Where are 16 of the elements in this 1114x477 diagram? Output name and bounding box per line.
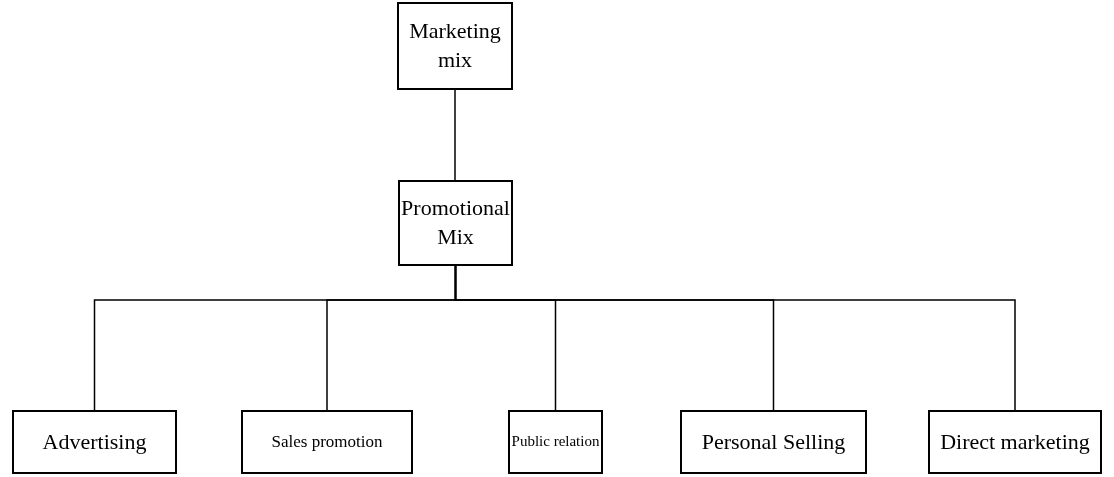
- text-box: [12, 410, 177, 474]
- text-box: [397, 2, 513, 90]
- box-label: Promotional Mix: [400, 194, 511, 251]
- box-label: Public relation: [511, 432, 600, 452]
- box-label: Sales promotion: [271, 430, 383, 453]
- text-box: [508, 410, 603, 474]
- text-box: [241, 410, 413, 474]
- connector-line: [454, 265, 1016, 411]
- box-label: Direct marketing: [940, 427, 1090, 456]
- text-box: [680, 410, 867, 474]
- box-label: Advertising: [42, 427, 147, 456]
- box-label: Marketing mix: [408, 17, 502, 74]
- box-label: Personal Selling: [701, 427, 846, 456]
- connector-line: [454, 89, 456, 181]
- text-box: [398, 180, 513, 266]
- text-box: [928, 410, 1102, 474]
